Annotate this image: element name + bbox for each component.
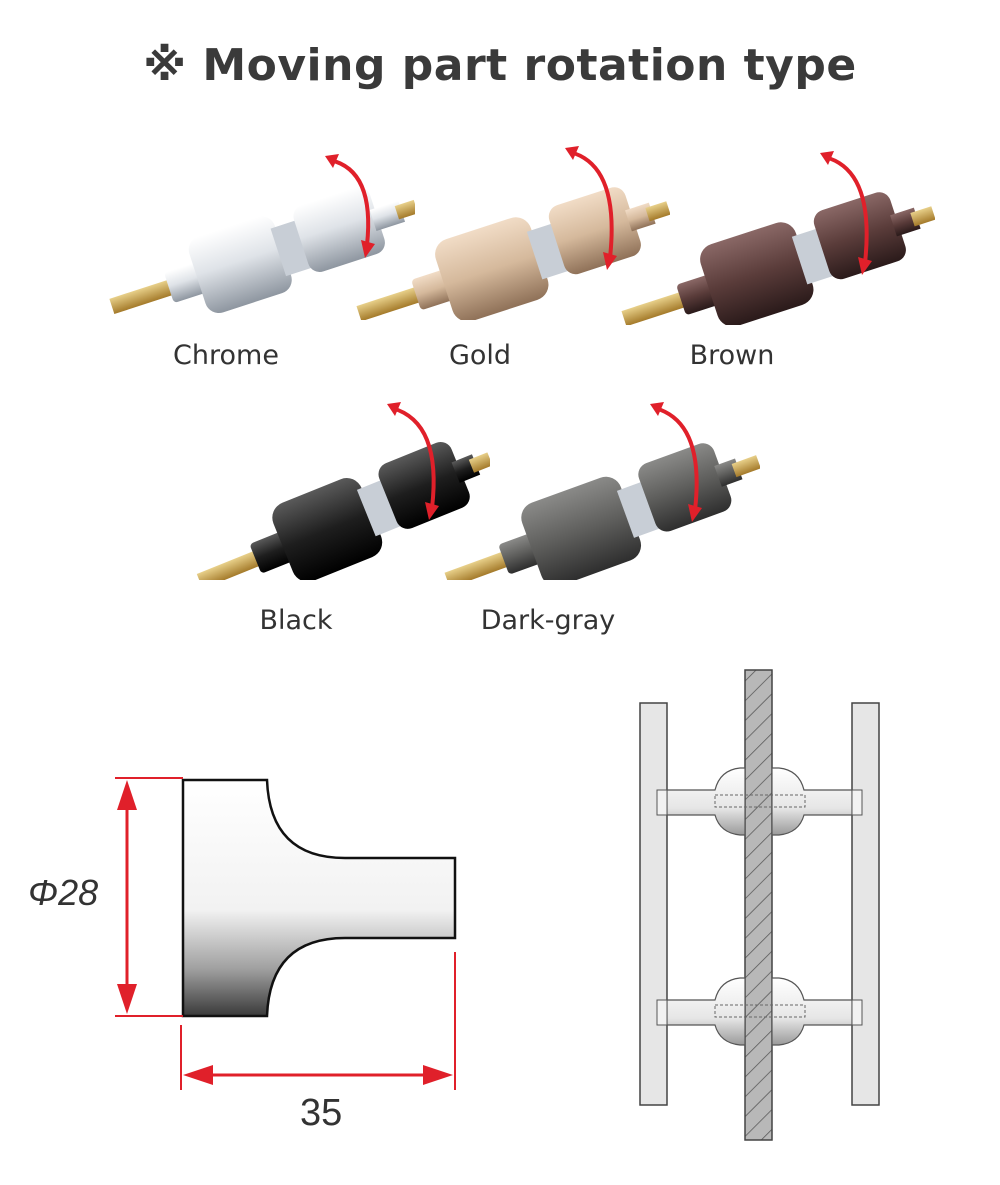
upper-knob-pair [656,767,863,836]
product-label-gold: Gold [448,340,512,371]
lower-knob-pair [656,977,863,1046]
product-label-brown: Brown [689,340,775,371]
product-label-chrome: Chrome [173,340,279,371]
knob-profile-shape [181,778,457,1018]
left-door-panel [639,702,668,1106]
product-label-black: Black [259,605,333,636]
product-label-dark-gray: Dark-gray [480,605,616,636]
product-image-brown [600,145,935,325]
right-door-panel [851,702,880,1106]
product-image-chrome [85,140,415,320]
product-image-black [170,400,490,580]
product-image-gold [335,140,670,320]
page-title: ※ Moving part rotation type [143,40,857,91]
diameter-label: Φ28 [28,872,99,913]
length-label: 35 [300,1092,343,1134]
product-image-dark-gray [420,400,760,580]
center-glass-panel [744,669,773,1141]
